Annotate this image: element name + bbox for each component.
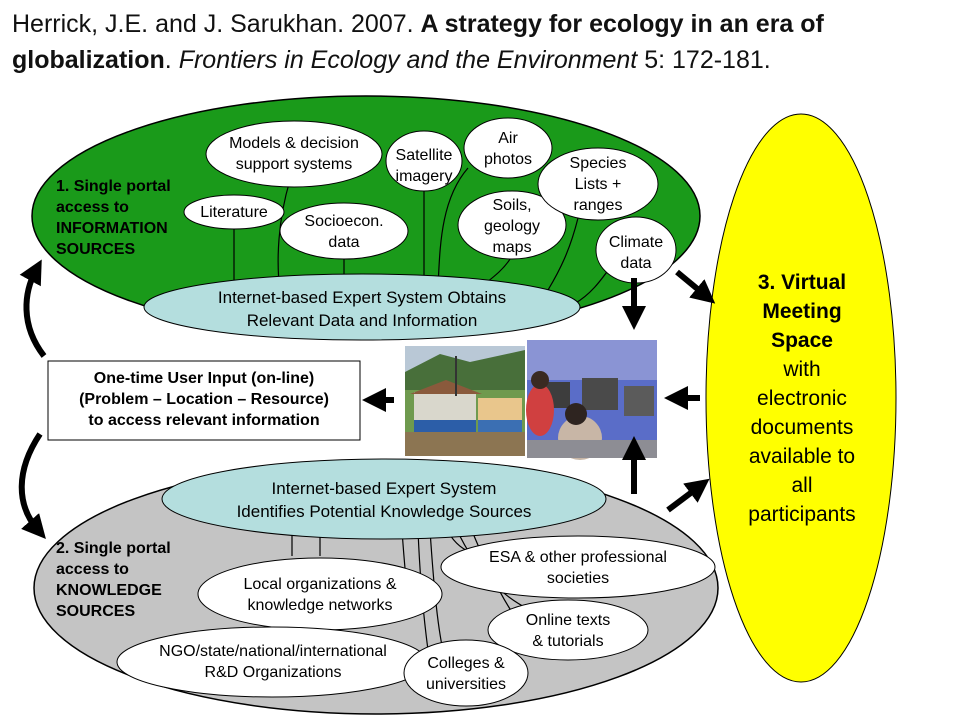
meeting-line-4: available to: [748, 445, 856, 468]
meeting-line-3: documents: [750, 416, 854, 439]
meeting-bold-line-2: Meeting: [762, 300, 842, 323]
user-input-line-2: (Problem – Location – Resource): [79, 391, 329, 408]
user-input-label: One-time User Input (on-line) (Problem –…: [48, 368, 360, 431]
colleges-label-line-2: universities: [425, 676, 507, 693]
knowledge-heading-line-4: SOURCES: [56, 603, 136, 620]
village-photo: [405, 346, 525, 456]
esa-ellipse: [440, 535, 716, 599]
knowledge-expert-system-label: Internet-based Expert System Identifies …: [170, 477, 598, 523]
meeting-line-1: with: [783, 358, 821, 381]
species-label-line-3: ranges: [573, 197, 623, 214]
meeting-line-5: all: [791, 474, 813, 497]
info-heading-line-4: SOURCES: [56, 241, 136, 258]
soils-ellipse: [457, 190, 567, 260]
computer-lab-photo: [526, 340, 657, 460]
knowledge-heading-line-3: KNOWLEDGE: [56, 582, 162, 599]
virtual-meeting-space-label: 3. Virtual Meeting Space with electronic…: [718, 268, 886, 529]
info-expert-system-ellipse: [143, 273, 581, 341]
species-label-line-2: Lists +: [574, 176, 622, 193]
air-photos-ellipse: [463, 117, 553, 179]
soils-label-line-3: maps: [492, 239, 532, 256]
knowledge-heading-line-2: access to: [56, 561, 129, 578]
user-input-box: [47, 360, 361, 441]
local-org-label-line-1: Local organizations &: [243, 576, 397, 593]
air-photos-label: Air photos: [464, 128, 552, 170]
satellite-label: Satellite imagery: [386, 145, 462, 187]
ngo-label-line-2: R&D Organizations: [204, 664, 342, 681]
models-label-line-1: Models & decision: [229, 135, 359, 152]
models-label: Models & decision support systems: [206, 133, 382, 175]
online-texts-label-line-1: Online texts: [525, 612, 611, 629]
local-org-label-line-2: knowledge networks: [247, 597, 393, 614]
species-label-line-1: Species: [569, 155, 627, 172]
climate-label-line-2: data: [620, 255, 652, 272]
ngo-label: NGO/state/national/international R&D Org…: [120, 641, 426, 683]
info-heading-line-2: access to: [56, 199, 129, 216]
virtual-meeting-space-ellipse: [705, 113, 897, 683]
models-ellipse: [205, 120, 383, 188]
soils-label-line-1: Soils,: [492, 197, 532, 214]
meeting-line-6: participants: [748, 503, 856, 526]
socioecon-label-line-1: Socioecon.: [304, 213, 384, 230]
satellite-label-line-1: Satellite: [395, 147, 453, 164]
climate-label-line-1: Climate: [608, 234, 664, 251]
climate-label: Climate data: [596, 232, 676, 274]
info-expert-system-line-2: Relevant Data and Information: [246, 311, 478, 330]
meeting-bold-line-1: 3. Virtual: [757, 271, 847, 294]
satellite-ellipse: [385, 130, 463, 192]
socioecon-ellipse: [279, 202, 409, 260]
meeting-bold-line-3: Space: [771, 329, 833, 352]
citation-authors: Herrick, J.E. and J. Sarukhan. 2007.: [12, 10, 414, 38]
citation-journal: Frontiers in Ecology and the Environment: [178, 46, 638, 74]
literature-label-line-1: Literature: [200, 204, 268, 221]
literature-ellipse: [183, 194, 285, 230]
info-expert-system-label: Internet-based Expert System Obtains Rel…: [152, 286, 572, 332]
info-heading-line-1: 1. Single portal: [56, 178, 171, 195]
soils-label-line-2: geology: [483, 218, 541, 235]
literature-label: Literature: [184, 202, 284, 223]
esa-label-line-2: societies: [546, 570, 610, 587]
satellite-label-line-2: imagery: [395, 168, 453, 185]
online-texts-label: Online texts & tutorials: [490, 610, 646, 652]
user-input-line-1: One-time User Input (on-line): [93, 370, 315, 387]
air-photos-label-line-2: photos: [483, 151, 533, 168]
info-expert-system-line-1: Internet-based Expert System Obtains: [217, 288, 507, 307]
species-label: Species Lists + ranges: [538, 153, 658, 216]
esa-label: ESA & other professional societies: [442, 547, 714, 589]
colleges-label: Colleges & universities: [406, 653, 526, 695]
soils-label: Soils, geology maps: [458, 195, 566, 258]
colleges-ellipse: [403, 639, 529, 707]
socioecon-label: Socioecon. data: [280, 211, 408, 253]
knowledge-heading: 2. Single portal access to KNOWLEDGE SOU…: [56, 538, 226, 622]
user-input-line-3: to access relevant information: [88, 412, 320, 429]
models-label-line-2: support systems: [235, 156, 353, 173]
citation-volume-pages: 5: 172-181.: [644, 46, 771, 74]
ngo-label-line-1: NGO/state/national/international: [159, 643, 387, 660]
socioecon-label-line-2: data: [328, 234, 360, 251]
online-texts-ellipse: [487, 599, 649, 661]
knowledge-expert-system-line-2: Identifies Potential Knowledge Sources: [236, 502, 532, 521]
knowledge-heading-line-1: 2. Single portal: [56, 540, 171, 557]
knowledge-expert-system-line-1: Internet-based Expert System: [271, 479, 497, 498]
knowledge-expert-system-ellipse: [161, 458, 607, 540]
meeting-line-2: electronic: [757, 387, 847, 410]
local-org-label: Local organizations & knowledge networks: [200, 574, 440, 616]
info-heading-line-3: INFORMATION: [56, 220, 168, 237]
colleges-label-line-1: Colleges &: [427, 655, 505, 672]
esa-label-line-1: ESA & other professional: [489, 549, 667, 566]
species-ellipse: [537, 147, 659, 221]
info-heading: 1. Single portal access to INFORMATION S…: [56, 176, 226, 260]
flow-arrows: [18, 259, 716, 540]
citation-title: A strategy for ecology in an era of glob…: [12, 10, 824, 74]
online-texts-label-line-2: & tutorials: [532, 633, 604, 650]
citation: Herrick, J.E. and J. Sarukhan. 2007. A s…: [12, 10, 824, 74]
air-photos-label-line-1: Air: [498, 130, 518, 147]
